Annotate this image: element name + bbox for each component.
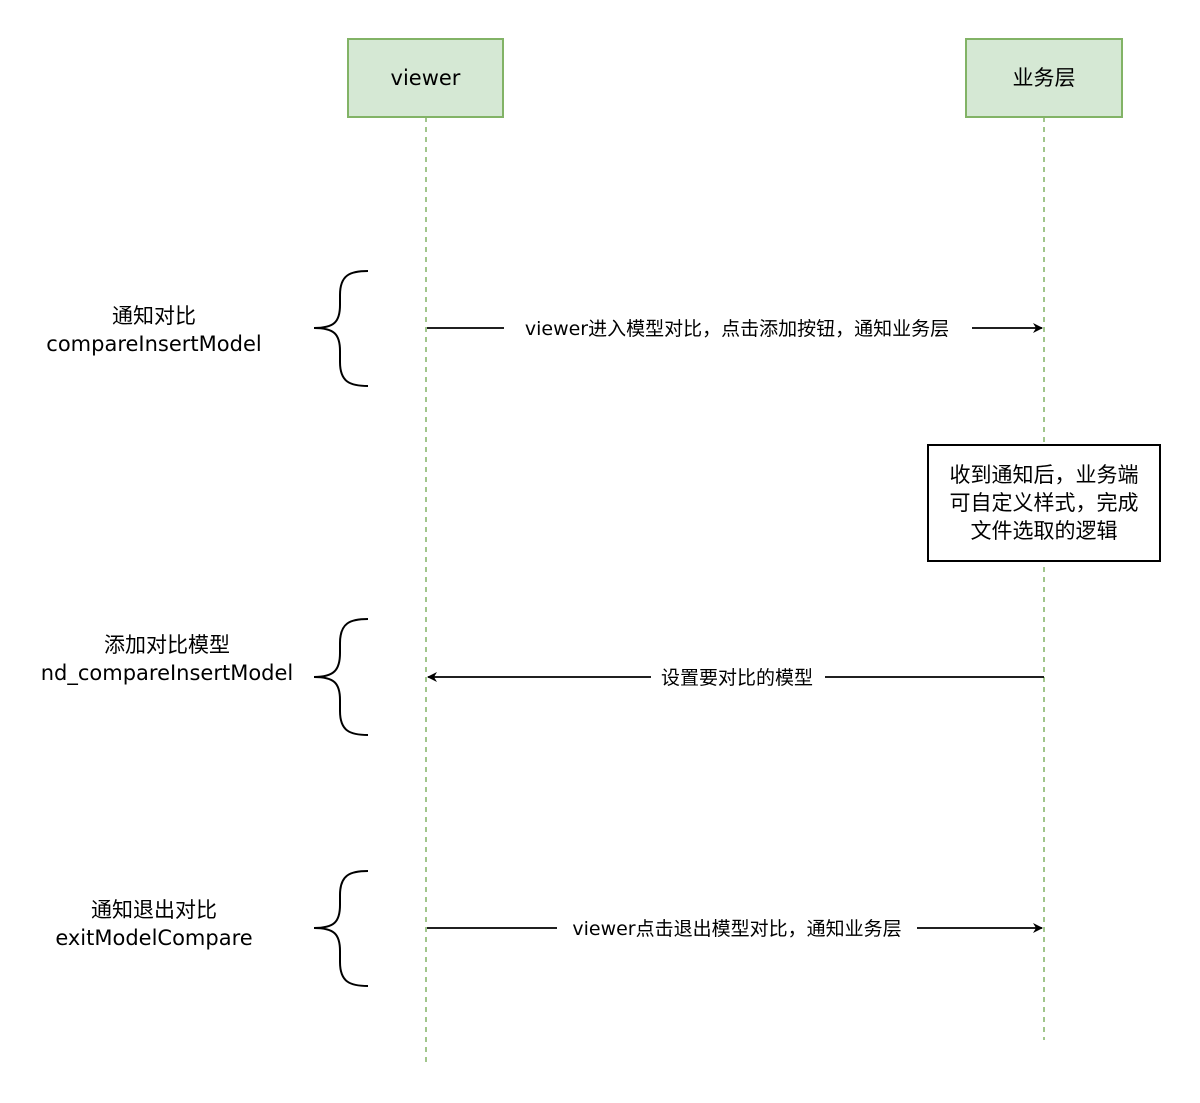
step-2: 添加对比模型 nd_compareInsertModel 设置要对比的模型: [41, 618, 1044, 736]
step-2-title: 添加对比模型: [104, 633, 230, 657]
step-3-message-bg: [557, 916, 917, 942]
participant-viewer-label: viewer: [391, 66, 461, 90]
note-line-2: 可自定义样式，完成: [950, 491, 1139, 515]
participant-business[interactable]: 业务层: [965, 38, 1123, 118]
step-1: 通知对比 compareInsertModel viewer进入模型对比，点击添…: [46, 270, 1043, 387]
participant-business-label: 业务层: [1013, 66, 1076, 90]
step-3-title: 通知退出对比: [91, 898, 217, 922]
step-2-api: nd_compareInsertModel: [41, 661, 294, 686]
step-1-message-bg: [504, 316, 972, 342]
step-3: 通知退出对比 exitModelCompare viewer点击退出模型对比，通…: [55, 870, 1043, 987]
participant-viewer[interactable]: viewer: [347, 38, 504, 118]
step-3-api: exitModelCompare: [55, 926, 252, 950]
step-3-message: viewer点击退出模型对比，通知业务层: [572, 918, 901, 940]
step-2-message-bg: [651, 665, 825, 691]
step-2-brace: [313, 618, 369, 736]
step-2-message: 设置要对比的模型: [661, 667, 813, 689]
step-1-brace: [313, 270, 369, 387]
step-3-brace: [313, 870, 369, 987]
step-1-api: compareInsertModel: [46, 332, 261, 356]
note-line-3: 文件选取的逻辑: [971, 519, 1118, 543]
step-1-title: 通知对比: [112, 304, 196, 328]
step-1-message: viewer进入模型对比，点击添加按钮，通知业务层: [525, 318, 949, 340]
note-line-1: 收到通知后，业务端: [950, 463, 1139, 487]
business-note: 收到通知后，业务端 可自定义样式，完成 文件选取的逻辑: [927, 444, 1161, 562]
